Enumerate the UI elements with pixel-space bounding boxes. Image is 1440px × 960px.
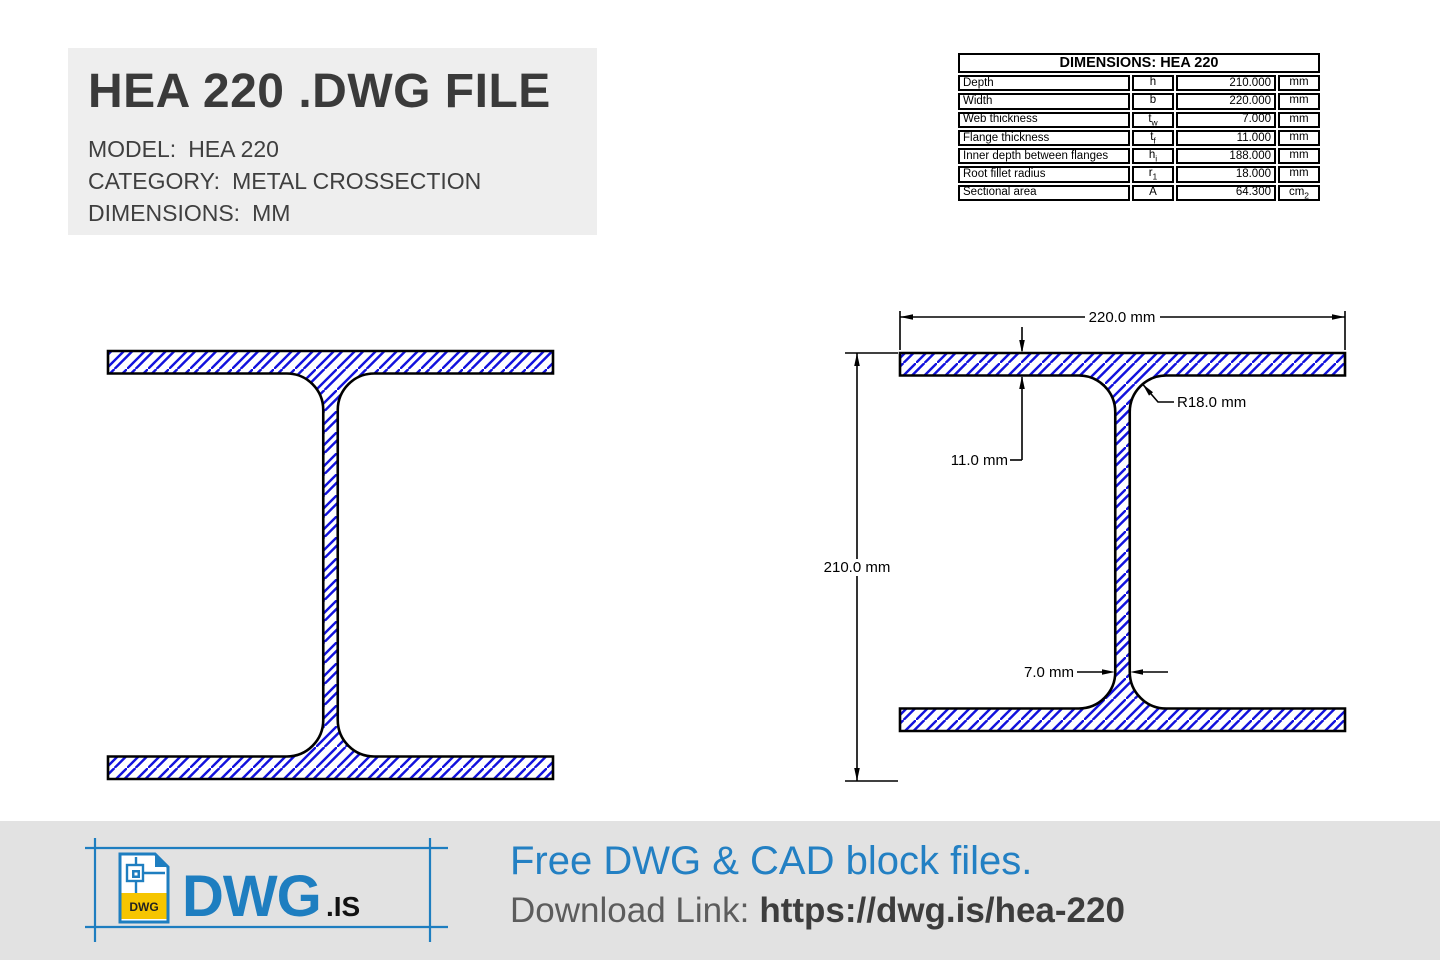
dimensions-value: MM xyxy=(252,200,291,226)
table-row: Width b 220.000 mm xyxy=(958,93,1320,110)
model-value: HEA 220 xyxy=(188,136,279,162)
spec-symbol: A xyxy=(1132,184,1174,202)
download-link-url[interactable]: https://dwg.is/hea-220 xyxy=(759,891,1125,930)
dim-radius-label: R18.0 mm xyxy=(1177,394,1246,411)
dim-width-label: 220.0 mm xyxy=(1089,309,1156,326)
dwg-is-logo: DWG DWG .IS xyxy=(85,838,448,942)
spec-unit: mm xyxy=(1278,129,1320,147)
category-row: CATEGORY: METAL CROSSECTION xyxy=(88,165,597,197)
table-row: Sectional area A 64.300 cm2 xyxy=(958,184,1320,202)
table-row: Depth h 210.000 mm xyxy=(958,75,1320,92)
spec-unit: mm xyxy=(1278,148,1320,165)
spec-table-title: DIMENSIONS: HEA 220 xyxy=(958,53,1320,73)
spec-unit: mm xyxy=(1278,93,1320,110)
spec-value: 11.000 xyxy=(1176,129,1276,147)
download-link-row: Download Link:https://dwg.is/hea-220 xyxy=(510,891,1125,931)
category-label: CATEGORY: xyxy=(88,168,221,194)
spec-value: 210.000 xyxy=(1176,75,1276,92)
spec-value: 220.000 xyxy=(1176,93,1276,110)
table-row: Inner depth between flanges hi 188.000 m… xyxy=(958,148,1320,165)
beam-drawing-plain xyxy=(106,348,556,787)
spec-value: 18.000 xyxy=(1176,166,1276,183)
model-label: MODEL: xyxy=(88,136,177,162)
page-title: HEA 220 .DWG FILE xyxy=(88,65,551,118)
dim-depth-label: 210.0 mm xyxy=(824,559,891,576)
spec-unit: mm xyxy=(1278,75,1320,92)
spec-name: Inner depth between flanges xyxy=(958,148,1130,165)
spec-value: 188.000 xyxy=(1176,148,1276,165)
table-row: Flange thickness tf 11.000 mm xyxy=(958,129,1320,147)
dim-flange-label: 11.0 mm xyxy=(951,452,1008,469)
spec-symbol: hi xyxy=(1132,148,1174,165)
info-card: HEA 220 .DWG FILE MODEL: HEA 220 CATEGORY… xyxy=(68,48,597,235)
spec-value: 7.000 xyxy=(1176,111,1276,128)
spec-table: DIMENSIONS: HEA 220 Depth h 210.000 mm W… xyxy=(956,51,1322,204)
crosshair-frame xyxy=(85,838,448,942)
spec-symbol: r1 xyxy=(1132,166,1174,183)
beam-drawing-dimensioned: 220.0 mm 210.0 mm 11.0 mm R18.0 mm 7.0 m… xyxy=(790,300,1435,805)
table-row: Web thickness tw 7.000 mm xyxy=(958,111,1320,128)
spec-value: 64.300 xyxy=(1176,184,1276,202)
model-row: MODEL: HEA 220 xyxy=(88,133,597,165)
footer-headline: Free DWG & CAD block files. xyxy=(510,839,1033,883)
ibeam-cross-section xyxy=(898,351,1347,733)
spec-name: Depth xyxy=(958,75,1130,92)
spec-name: Flange thickness xyxy=(958,129,1130,147)
table-row: Root fillet radius r1 18.000 mm xyxy=(958,166,1320,183)
dwg-file-icon: DWG xyxy=(118,852,170,924)
category-value: METAL CROSSECTION xyxy=(232,168,482,194)
spec-symbol: h xyxy=(1132,75,1174,92)
dimensions-label: DIMENSIONS: xyxy=(88,200,241,226)
spec-unit: mm xyxy=(1278,111,1320,128)
dim-depth-bg xyxy=(819,559,896,576)
spec-unit: cm2 xyxy=(1278,184,1320,202)
ibeam-cross-section xyxy=(106,349,555,781)
footer: DWG DWG .IS Free DWG & CAD block files. … xyxy=(0,821,1440,960)
logo-suffix: .IS xyxy=(326,891,360,922)
spec-name: Sectional area xyxy=(958,184,1130,202)
spec-symbol: tf xyxy=(1132,129,1174,147)
spec-symbol: b xyxy=(1132,93,1174,110)
logo-text: DWG xyxy=(182,864,321,929)
spec-name: Width xyxy=(958,93,1130,110)
spec-name: Web thickness xyxy=(958,111,1130,128)
spec-symbol: tw xyxy=(1132,111,1174,128)
spec-unit: mm xyxy=(1278,166,1320,183)
dim-width-bg xyxy=(1085,309,1160,326)
dimensions-row: DIMENSIONS: MM xyxy=(88,197,597,229)
dimension-arrowheads xyxy=(854,314,1345,781)
download-link-label: Download Link: xyxy=(510,891,750,930)
spec-name: Root fillet radius xyxy=(958,166,1130,183)
dwg-badge-label: DWG xyxy=(129,900,158,914)
dim-web-label: 7.0 mm xyxy=(1024,664,1074,681)
info-fields: MODEL: HEA 220 CATEGORY: METAL CROSSECTION… xyxy=(88,133,597,229)
